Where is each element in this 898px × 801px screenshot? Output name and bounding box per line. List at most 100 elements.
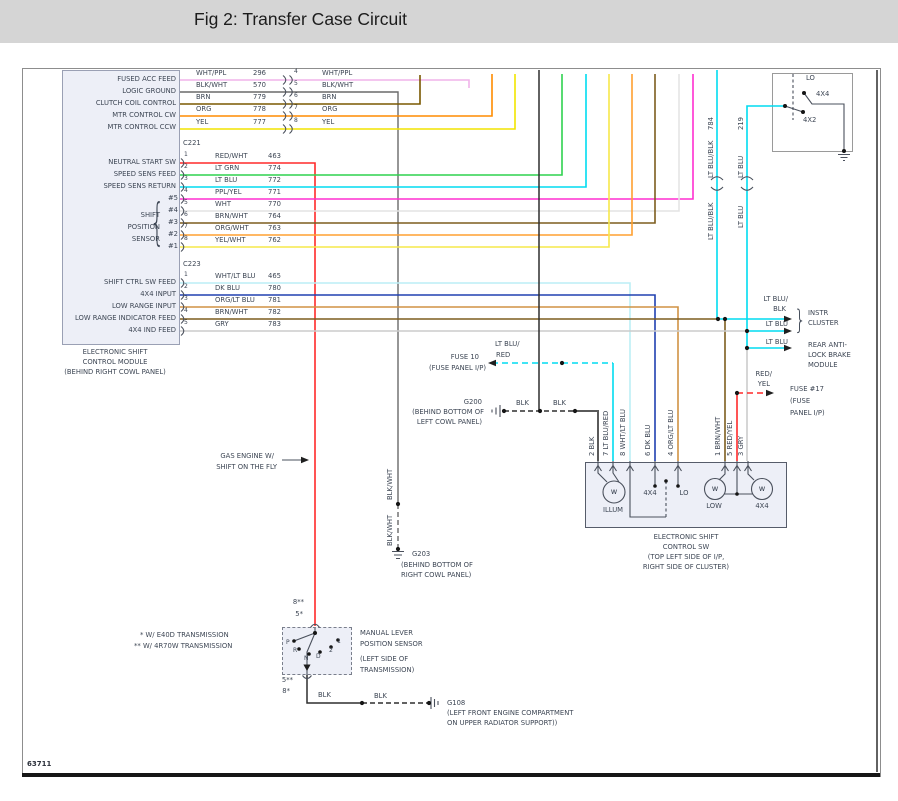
title-bar: Fig 2: Transfer Case Circuit [0, 0, 898, 43]
wire-label: 570 [253, 81, 266, 89]
wire-dkblu-780 [180, 294, 656, 461]
g203-text: G203 [412, 550, 431, 558]
escsw-4x4-lamp: 4X4 [755, 502, 769, 510]
tswitch-arm [784, 105, 804, 113]
escsw-illum: ILLUM [602, 506, 624, 514]
tswitch-lo: LO [806, 74, 815, 82]
mlps-caption: POSITION SENSOR [360, 640, 423, 648]
wire-label: 5 RED/YEL [726, 420, 734, 456]
wire-label: WHT/PPL [322, 69, 353, 77]
wire-label: 8* [282, 687, 290, 695]
wire-blk-g108-solid [306, 675, 362, 704]
wire-label: ORG/WHT [215, 224, 249, 232]
electronic-shift-control-module-box [62, 70, 180, 345]
tswitch-4x4: 4X4 [816, 90, 830, 98]
wire-label: BRN/WHT [215, 308, 248, 316]
wire-label: RED [496, 351, 511, 359]
module-pin-logic-ground: LOGIC GROUND [122, 87, 176, 95]
wire-label: LT BLU/ [495, 340, 520, 348]
g203-ground-icon [392, 550, 404, 560]
wire-label: ORG/LT BLU [215, 296, 255, 304]
fuse10-text: FUSE 10 [450, 353, 479, 361]
wire-label: 6 [184, 211, 188, 218]
wire-label: N [304, 655, 309, 662]
fuse17-arrow [766, 389, 774, 397]
module-pin-4x4-ind: 4X4 IND FEED [128, 326, 176, 334]
wire-blk-g200-solid [575, 410, 599, 461]
wire-label: BLK [318, 691, 331, 699]
wire-label: LT BLU/BLK [707, 140, 715, 178]
wire-label: LT BLU [765, 338, 788, 346]
wire-brnwht-764 [180, 74, 656, 224]
wire-label: P [286, 639, 290, 646]
wire-label: 762 [268, 236, 281, 244]
escsw-caption: (TOP LEFT SIDE OF I/P, [647, 553, 725, 561]
wire-label: BLK [773, 305, 786, 313]
arrows [282, 315, 792, 464]
fuse17-text: (FUSE [790, 397, 811, 405]
module-pin-speed-return: SPEED SENS RETURN [103, 182, 176, 190]
wire-label: 465 [268, 272, 281, 280]
4x4-lamp-icon [750, 477, 774, 501]
wire-label: BLK [374, 692, 387, 700]
diagram-bottom-rule [22, 773, 880, 777]
module-caption: CONTROL MODULE [82, 358, 148, 366]
wire-label: 5** [281, 676, 293, 684]
wire-label: 2 [184, 283, 188, 290]
escsw-lamp-wires [718, 461, 755, 495]
wire-label: BLK/WHT [386, 468, 394, 500]
module-pin-low-range-ind: LOW RANGE INDICATOR FEED [75, 314, 176, 322]
wire-label: WHT/PPL [196, 69, 227, 77]
wire-label: SENSOR [131, 235, 160, 243]
wire-org-778 [180, 74, 493, 117]
wire-label: LT BLU [215, 176, 238, 184]
wire-label: GRY [215, 320, 229, 328]
module-caption: ELECTRONIC SHIFT [82, 348, 148, 356]
wire-label: WHT [215, 200, 231, 208]
wire-label: YEL [322, 118, 335, 126]
gas-engine-note: SHIFT ON THE FLY [216, 463, 277, 471]
wire-label: 771 [268, 188, 281, 196]
wire-label: 3 [184, 295, 188, 302]
wire-label: 781 [268, 296, 281, 304]
fuse17-text: FUSE #17 [790, 385, 824, 393]
wire-label: 296 [253, 69, 266, 77]
mlps-exit-arc [302, 675, 312, 680]
module-pin-speed-feed: SPEED SENS FEED [113, 170, 176, 178]
wire-label: 4 [294, 68, 298, 75]
escsw-illum-wires [597, 461, 620, 483]
mlps-caption: (LEFT SIDE OF [360, 655, 409, 663]
gas-engine-arrow [301, 456, 309, 464]
wire-label: 782 [268, 308, 281, 316]
wire-wht-770 [180, 74, 680, 212]
wire-label: LT BLU/BLK [707, 202, 715, 240]
escsw-lo-contact: LO [679, 489, 689, 497]
module-pin-fused-acc-feed: FUSED ACC FEED [117, 75, 176, 83]
wire-label: 8 [294, 117, 298, 124]
junction-dots [292, 91, 846, 706]
wire-label: 5 [184, 199, 188, 206]
wire-ltblu-219 [746, 105, 785, 331]
wire-label: YEL [757, 380, 770, 388]
wire-label: WHT/LT BLU [215, 272, 256, 280]
wires-c221-group [180, 74, 694, 626]
wire-label: 770 [268, 200, 281, 208]
figure-id: 63711 [27, 760, 52, 768]
wires-c223-group [180, 282, 786, 461]
inline-connector-784 [710, 176, 724, 191]
manual-lever-position-sensor-box [282, 627, 352, 675]
wire-label: BRN/WHT [215, 212, 248, 220]
g108-text: (LEFT FRONT ENGINE COMPARTMENT [447, 709, 574, 717]
module-pin-neutral-start: NEUTRAL START SW [108, 158, 176, 166]
wire-yel-777 [180, 74, 516, 130]
wire-label: RED/ [755, 370, 772, 378]
wire-orgwht-763 [180, 74, 633, 236]
module-pin-shift-ctrl-feed: SHIFT CTRL SW FEED [103, 278, 176, 286]
wire-label: 774 [268, 164, 281, 172]
connector-c223: C223 [183, 260, 201, 268]
tswitch-internals [784, 74, 850, 162]
wire-label: 777 [253, 118, 266, 126]
escsw-caption: RIGHT SIDE OF CLUSTER) [642, 563, 730, 571]
trans-note: ** W/ 4R70W TRANSMISSION [134, 642, 233, 650]
wire-label: 219 [737, 117, 745, 130]
